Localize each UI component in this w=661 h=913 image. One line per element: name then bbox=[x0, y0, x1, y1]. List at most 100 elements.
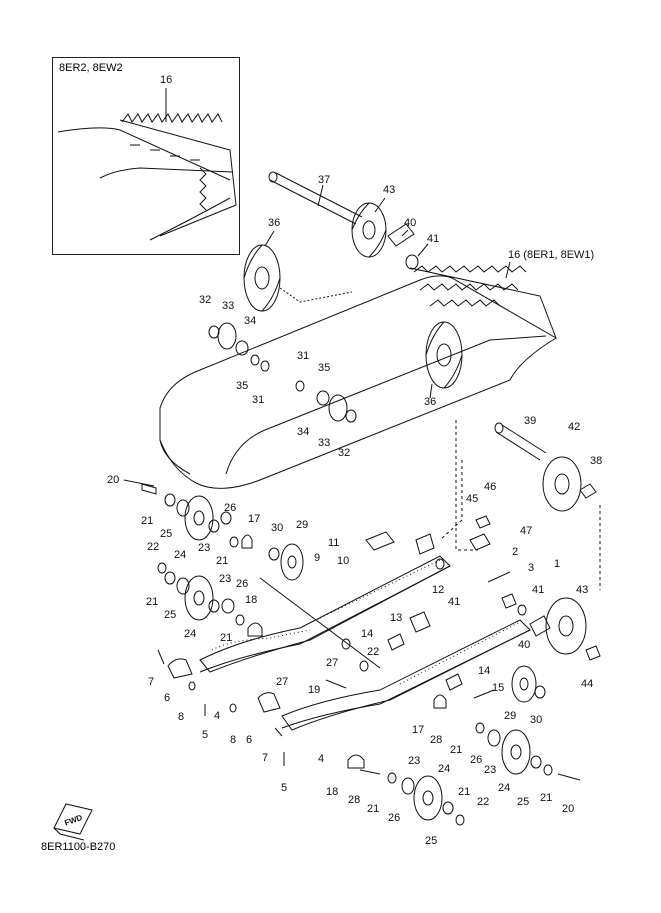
callout-31: 31 bbox=[297, 350, 310, 362]
callout-18: 18 bbox=[326, 786, 339, 798]
callout-16-main: 16 (8ER1, 8EW1) bbox=[508, 249, 595, 261]
callout-21: 21 bbox=[141, 515, 154, 527]
callout-26: 26 bbox=[224, 502, 237, 514]
callout-21: 21 bbox=[450, 744, 463, 756]
callout-28: 28 bbox=[430, 734, 443, 746]
callout-29: 29 bbox=[504, 710, 517, 722]
callout-21: 21 bbox=[220, 632, 233, 644]
callout-7: 7 bbox=[262, 752, 269, 764]
track-belt bbox=[159, 261, 557, 489]
callout-38: 38 bbox=[590, 455, 603, 467]
callout-33: 33 bbox=[222, 300, 235, 312]
callout-41: 41 bbox=[427, 233, 440, 245]
callout-14: 14 bbox=[361, 628, 374, 640]
inset-detail-box: 8ER2, 8EW2 bbox=[52, 57, 240, 255]
callout-40: 40 bbox=[404, 217, 417, 229]
callout-28: 28 bbox=[348, 794, 361, 806]
callout-4: 4 bbox=[214, 710, 221, 722]
callout-10: 10 bbox=[337, 555, 350, 567]
slide-rails bbox=[199, 555, 531, 731]
fwd-arrow-icon bbox=[53, 803, 93, 841]
right-parts bbox=[433, 597, 601, 781]
callout-6: 6 bbox=[246, 734, 253, 746]
callout-32: 32 bbox=[338, 447, 351, 459]
callout-30: 30 bbox=[271, 522, 284, 534]
callout-21: 21 bbox=[367, 803, 380, 815]
callout-41: 41 bbox=[448, 596, 461, 608]
callout-2: 2 bbox=[512, 546, 519, 558]
callout-24: 24 bbox=[498, 782, 511, 794]
center-brackets bbox=[341, 515, 517, 672]
callout-29: 29 bbox=[296, 519, 309, 531]
callout-23: 23 bbox=[408, 755, 421, 767]
callout-18: 18 bbox=[245, 594, 258, 606]
callout-3: 3 bbox=[528, 562, 535, 574]
callout-37: 37 bbox=[318, 174, 331, 186]
callout-7: 7 bbox=[148, 676, 155, 688]
callout-26: 26 bbox=[470, 754, 483, 766]
callout-22: 22 bbox=[367, 646, 380, 658]
callout-25: 25 bbox=[160, 528, 173, 540]
callout-14: 14 bbox=[478, 665, 491, 677]
callout-39: 39 bbox=[524, 415, 537, 427]
callout-31: 31 bbox=[252, 394, 265, 406]
rear-axle-group bbox=[439, 420, 601, 590]
callout-5: 5 bbox=[202, 729, 209, 741]
callout-5: 5 bbox=[281, 782, 288, 794]
left-parts bbox=[123, 479, 304, 637]
callout-35: 35 bbox=[318, 362, 331, 374]
fwd-label: FWD bbox=[63, 813, 83, 828]
inset-title: 8ER2, 8EW2 bbox=[59, 62, 123, 74]
callout-19: 19 bbox=[308, 684, 321, 696]
callout-4: 4 bbox=[318, 753, 325, 765]
callout-43: 43 bbox=[383, 184, 396, 196]
callout-25: 25 bbox=[517, 796, 530, 808]
callout-30: 30 bbox=[530, 714, 543, 726]
callout-9: 9 bbox=[314, 552, 321, 564]
callout-25: 25 bbox=[164, 609, 177, 621]
drawing-code: 8ER1100-B270 bbox=[41, 841, 116, 853]
callout-13: 13 bbox=[390, 612, 403, 624]
callout-41: 41 bbox=[532, 584, 545, 596]
callout-20: 20 bbox=[107, 474, 120, 486]
callout-27: 27 bbox=[276, 676, 289, 688]
callout-26: 26 bbox=[236, 578, 249, 590]
callout-43: 43 bbox=[576, 584, 589, 596]
callout-22: 22 bbox=[477, 796, 490, 808]
callout-22: 22 bbox=[147, 541, 160, 553]
callout-27: 27 bbox=[326, 657, 339, 669]
callout-21: 21 bbox=[216, 555, 229, 567]
callout-23: 23 bbox=[198, 542, 211, 554]
callout-23: 23 bbox=[219, 573, 232, 585]
callout-44: 44 bbox=[581, 678, 594, 690]
callout-17: 17 bbox=[248, 513, 261, 525]
callout-1: 1 bbox=[554, 558, 561, 570]
callout-36: 36 bbox=[268, 217, 281, 229]
callout-16: 16 bbox=[160, 74, 173, 86]
callout-42: 42 bbox=[568, 421, 581, 433]
inset-track-detail bbox=[57, 88, 237, 241]
callout-17: 17 bbox=[412, 724, 425, 736]
callout-24: 24 bbox=[174, 549, 187, 561]
callout-23: 23 bbox=[484, 764, 497, 776]
callout-24: 24 bbox=[438, 763, 451, 775]
belt-washers bbox=[208, 322, 357, 423]
callout-32: 32 bbox=[199, 294, 212, 306]
callout-34: 34 bbox=[244, 315, 257, 327]
callout-34: 34 bbox=[297, 426, 310, 438]
callout-6: 6 bbox=[164, 692, 171, 704]
callout-45: 45 bbox=[466, 493, 479, 505]
callout-20: 20 bbox=[562, 803, 575, 815]
callout-21: 21 bbox=[146, 596, 159, 608]
callout-8: 8 bbox=[178, 711, 185, 723]
upper-axle-group bbox=[243, 171, 429, 312]
callout-46: 46 bbox=[484, 481, 497, 493]
callout-40: 40 bbox=[518, 639, 531, 651]
bottom-parts bbox=[157, 649, 465, 826]
callout-15: 15 bbox=[492, 682, 505, 694]
callout-36: 36 bbox=[424, 396, 437, 408]
callout-21: 21 bbox=[540, 792, 553, 804]
callout-35: 35 bbox=[236, 380, 249, 392]
